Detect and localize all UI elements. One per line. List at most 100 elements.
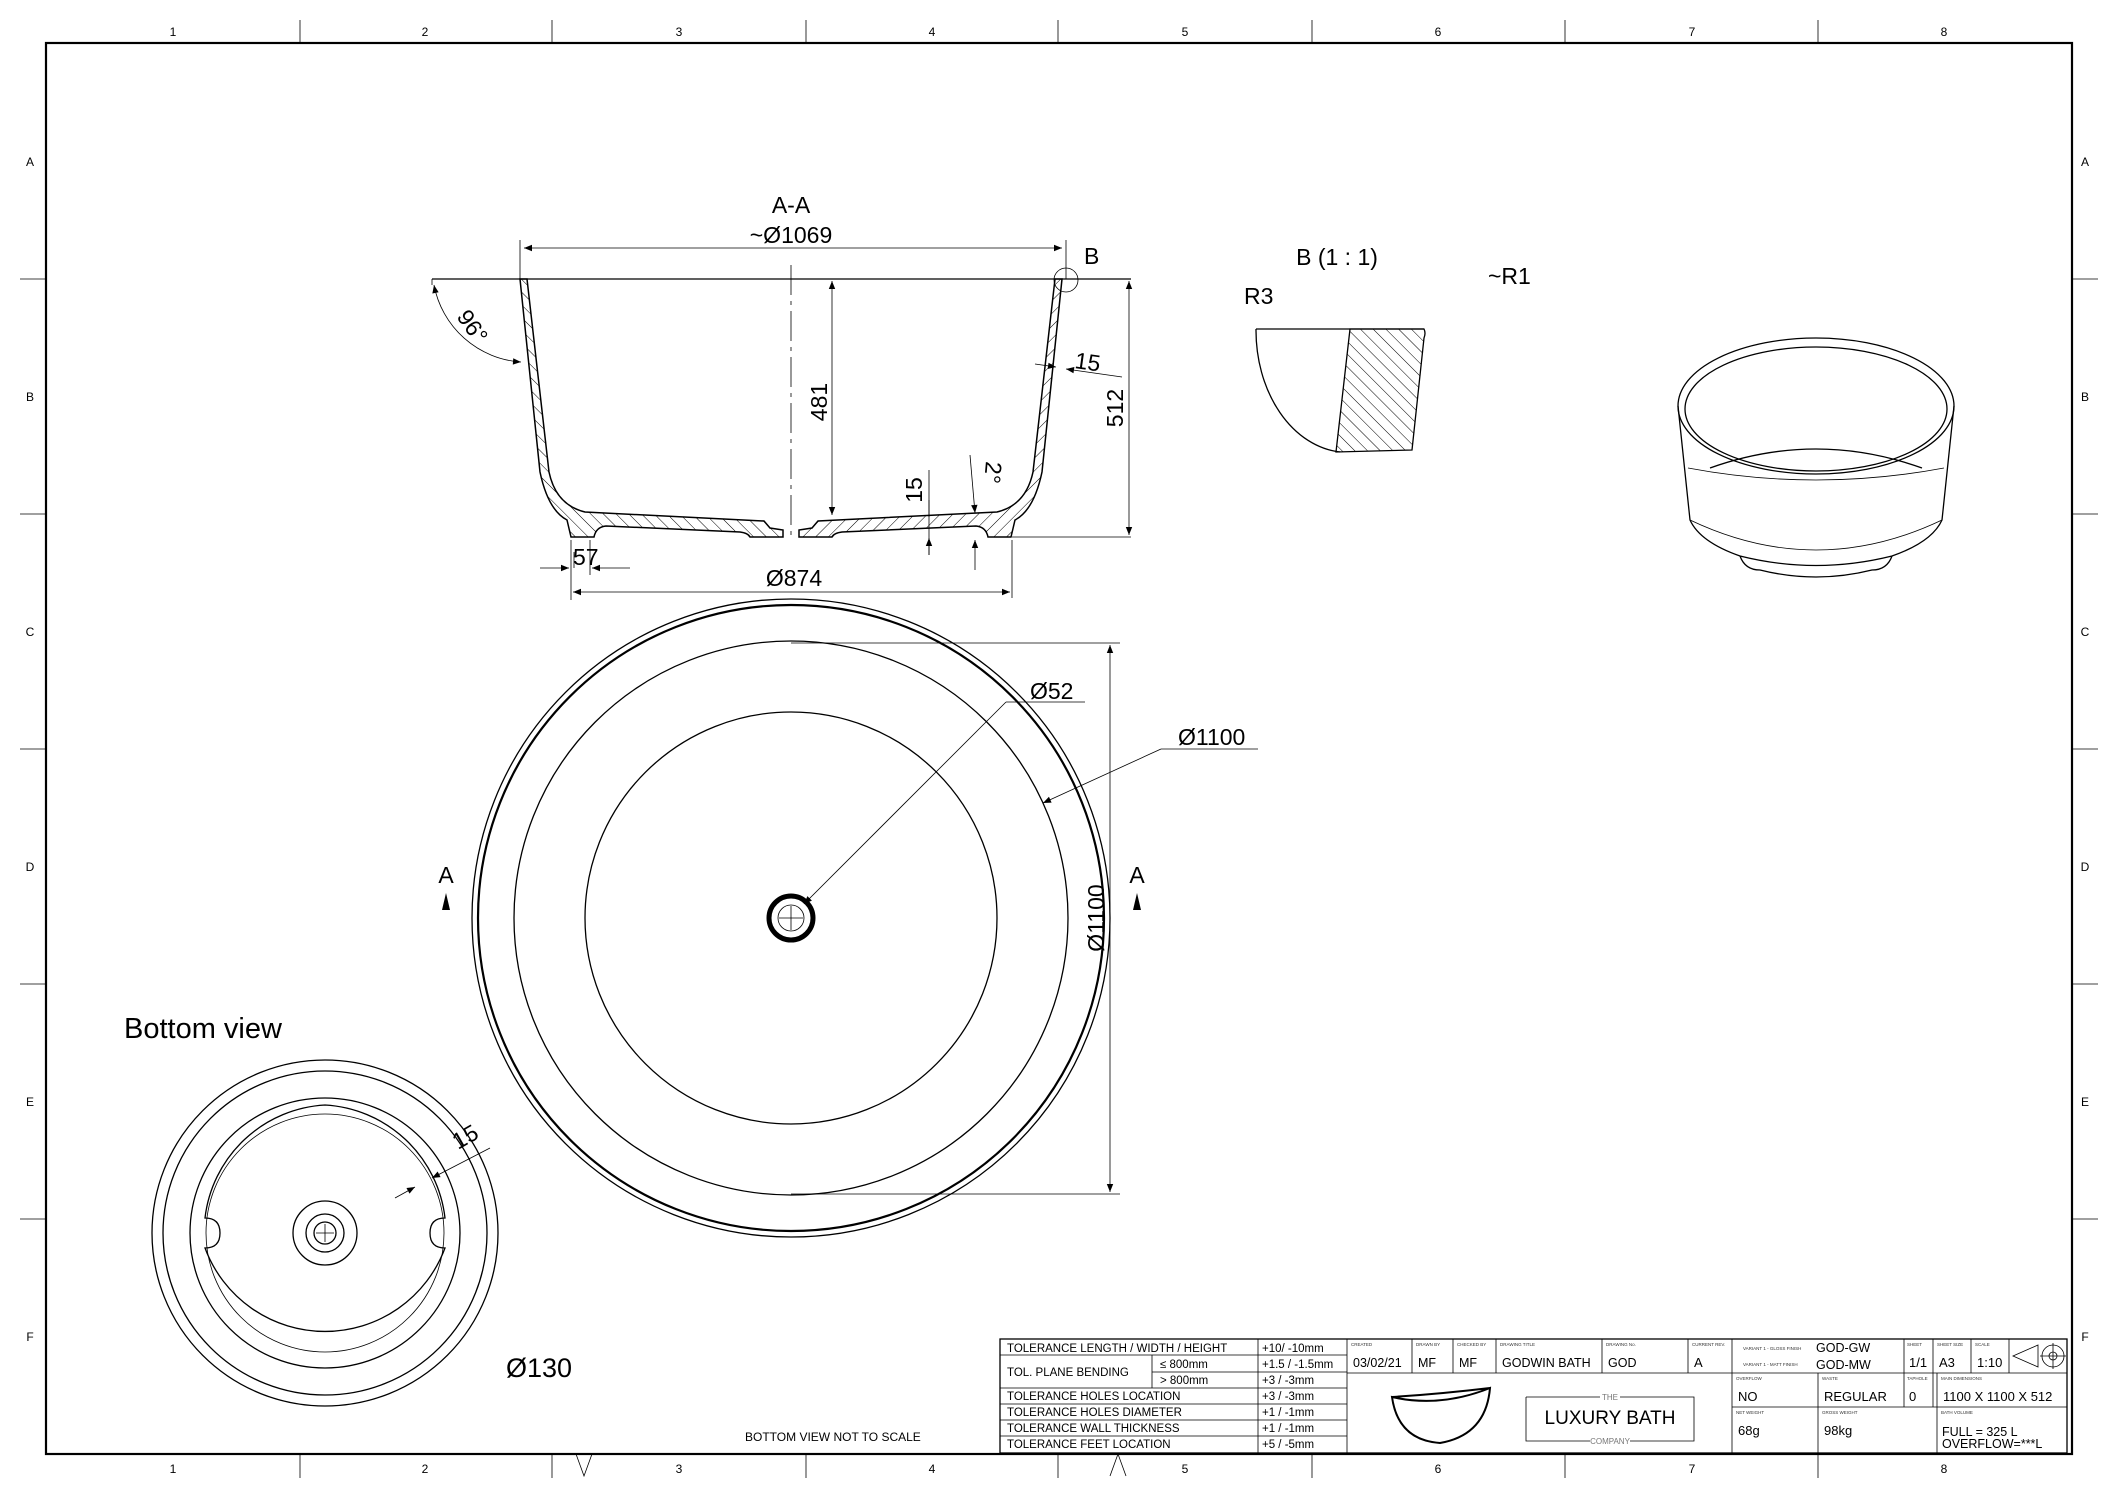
section-title: A-A	[772, 192, 811, 218]
tolerance-label: TOLERANCE HOLES DIAMETER	[1007, 1407, 1182, 1419]
tolerance-label: TOLERANCE FEET LOCATION	[1007, 1439, 1171, 1451]
drawing-title-value: GODWIN BATH	[1502, 1356, 1591, 1370]
frame-row-label: C	[2081, 625, 2090, 639]
foot-width-dimension: 57	[573, 544, 599, 570]
section-mark-right: A	[1129, 862, 1145, 888]
detail-b-marker: B	[1084, 243, 1099, 269]
frame-column-label: 7	[1689, 1462, 1696, 1476]
tolerance-label: TOLERANCE LENGTH / WIDTH / HEIGHT	[1007, 1343, 1227, 1355]
drawing-no-label: DRAWING No.	[1606, 1342, 1636, 1347]
frame-column-label: 1	[170, 25, 177, 39]
checked-by-label: CHECKED BY	[1457, 1342, 1486, 1347]
company-logo: THE LUXURY BATH COMPANY	[1525, 1393, 1695, 1446]
tolerance-value: +1.5 / -1.5mm	[1262, 1359, 1333, 1371]
current-rev-value: A	[1694, 1355, 1703, 1370]
frame-column-label: 6	[1435, 25, 1442, 39]
scale-value: 1:10	[1977, 1355, 2002, 1370]
tolerance-sublabel: ≤ 800mm	[1160, 1359, 1208, 1371]
frame-row-label: C	[26, 625, 35, 639]
frame-column-label: 2	[422, 1462, 429, 1476]
wall-angle-dimension: 96°	[452, 305, 493, 348]
overall-height-dimension: 512	[1102, 389, 1128, 427]
frame-row-label: E	[2081, 1095, 2089, 1109]
bowl-logo-icon	[1390, 1386, 1492, 1445]
base-diameter-dimension: Ø874	[766, 565, 822, 591]
taphole-label: TAPHOLE	[1907, 1376, 1928, 1381]
outer-radius-label: ~R1	[1488, 263, 1531, 289]
wall-thickness-dimension: 15	[1073, 347, 1102, 376]
frame-row-label: A	[2081, 155, 2089, 169]
taphole-value: 0	[1909, 1389, 1916, 1404]
variant-matt-value: GOD-MW	[1816, 1358, 1871, 1372]
bottom-diameter-dimension: Ø130	[506, 1353, 572, 1383]
drain-icon	[766, 893, 816, 943]
waste-label: WASTE	[1822, 1376, 1838, 1381]
frame-row-label: D	[2081, 860, 2090, 874]
frame-column-label: 8	[1941, 1462, 1948, 1476]
frame-row-label: A	[26, 155, 34, 169]
tolerance-sublabel: > 800mm	[1160, 1375, 1208, 1387]
projection-symbol-icon	[2012, 1343, 2066, 1369]
section-mark-left: A	[438, 862, 454, 888]
variant-gloss-label: VARIANT 1 - GLOSS FINISH	[1743, 1346, 1801, 1351]
bath-volume-full: FULL = 325 L	[1942, 1425, 2018, 1439]
frame-column-label: 6	[1435, 1462, 1442, 1476]
frame-row-label: B	[26, 390, 34, 404]
top-diameter-dimension: ~Ø1069	[750, 222, 833, 248]
drawing-title-label: DRAWING TITLE	[1500, 1342, 1535, 1347]
tolerance-label: TOLERANCE WALL THICKNESS	[1007, 1423, 1180, 1435]
overflow-value: NO	[1738, 1389, 1758, 1404]
plan-view: Ø52 Ø1100 Ø1100 A A	[438, 598, 1258, 1238]
main-dimensions-label: MAIN DIMENSIONS	[1941, 1376, 1982, 1381]
bottom-wall-dimension: 15	[448, 1119, 483, 1154]
outer-diameter-dimension: Ø1100	[1178, 724, 1245, 750]
gross-weight-value: 98kg	[1824, 1423, 1852, 1438]
drain-diameter-dimension: Ø52	[1030, 678, 1073, 704]
bowl-section-wall	[519, 278, 1063, 538]
detail-view-b: B (1 : 1) R3 ~R1	[1244, 244, 1531, 453]
detail-title: B (1 : 1)	[1296, 244, 1378, 270]
frame-row-label: F	[2081, 1330, 2088, 1344]
tolerance-label: TOL. PLANE BENDING	[1007, 1367, 1129, 1379]
frame-row-label: D	[26, 860, 35, 874]
title-block: TOLERANCE LENGTH / WIDTH / HEIGHT +10/ -…	[999, 1338, 2068, 1454]
tolerance-value: +3 / -3mm	[1262, 1375, 1314, 1387]
section-view-a-a: A-A ~Ø1069 B 96° 15 481 512 15	[431, 192, 1133, 600]
main-dimensions-value: 1100 X 1100 X 512	[1943, 1389, 2052, 1404]
waste-value: REGULAR	[1824, 1389, 1887, 1404]
frame-column-label: 5	[1182, 25, 1189, 39]
frame-row-label: B	[2081, 390, 2089, 404]
frame-column-label: 1	[170, 1462, 177, 1476]
tolerance-value: +1 / -1mm	[1262, 1423, 1314, 1435]
tolerance-table: TOLERANCE LENGTH / WIDTH / HEIGHT +10/ -…	[1000, 1339, 1348, 1453]
frame-column-label: 4	[929, 1462, 936, 1476]
frame-column-label: 8	[1941, 25, 1948, 39]
sheet-label: SHEET	[1907, 1342, 1922, 1347]
frame-column-label: 3	[676, 1462, 683, 1476]
sheet-size-label: SHEET SIZE	[1937, 1342, 1963, 1347]
logo-company: COMPANY	[1590, 1437, 1631, 1446]
frame-column-label: 7	[1689, 25, 1696, 39]
net-weight-label: NET WEIGHT	[1736, 1410, 1764, 1415]
variant-matt-label: VARIANT 1 - MATT FINISH	[1743, 1362, 1798, 1367]
section-arrow-left-icon	[442, 893, 450, 910]
logo-name: LUXURY BATH	[1545, 1408, 1676, 1429]
created-label: CREATED	[1351, 1342, 1373, 1347]
frame-row-label: F	[26, 1330, 33, 1344]
tolerance-value: +1 / -1mm	[1262, 1407, 1314, 1419]
bottom-view-note: BOTTOM VIEW NOT TO SCALE	[745, 1430, 921, 1444]
inner-depth-dimension: 481	[806, 383, 832, 421]
drawn-by-value: MF	[1418, 1356, 1436, 1370]
draft-angle-dimension: 2°	[979, 461, 1007, 485]
isometric-view	[1677, 337, 1955, 578]
drawing-no-value: GOD	[1608, 1356, 1636, 1370]
section-arrow-right-icon	[1133, 893, 1141, 910]
logo-the: THE	[1602, 1393, 1618, 1402]
created-value: 03/02/21	[1353, 1356, 1402, 1370]
bath-volume-label: BATH VOLUME	[1941, 1410, 1973, 1415]
tolerance-label: TOLERANCE HOLES LOCATION	[1007, 1391, 1180, 1403]
gross-weight-label: GROSS WEIGHT	[1822, 1410, 1858, 1415]
variant-gloss-value: GOD-GW	[1816, 1341, 1870, 1355]
